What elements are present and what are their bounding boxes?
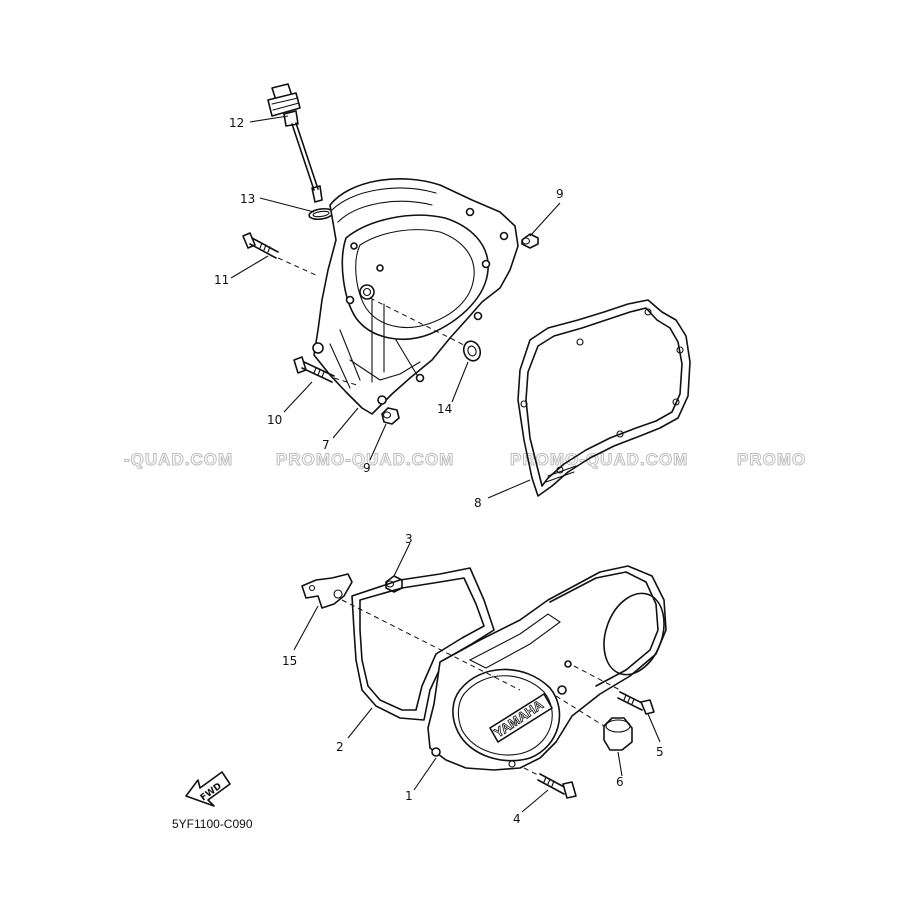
callout-1: 1: [405, 789, 413, 803]
o-ring-part-13: [308, 207, 334, 221]
bolt-part-5: [617, 691, 655, 715]
gasket-part-2: [351, 567, 495, 721]
bolt-part-10: [293, 356, 335, 383]
callout-3: 3: [405, 532, 413, 546]
callout-4: 4: [513, 812, 521, 826]
gasket-part-8: [517, 299, 691, 497]
dowel-pin-part-9-lower: [381, 407, 400, 425]
callout-6: 6: [616, 775, 624, 789]
callout-9-upper: 9: [556, 187, 564, 201]
bracket-part-15: [301, 573, 353, 609]
assembly-lines: [277, 257, 621, 777]
fwd-arrow-icon: FWD: [185, 771, 231, 807]
callout-14: 14: [437, 402, 452, 416]
dowel-pin-part-9-upper: [521, 233, 539, 249]
callout-5: 5: [656, 745, 664, 759]
crankcase-cover-part-7: [312, 178, 519, 415]
watermark-text-1: -QUAD.COM: [124, 450, 233, 469]
bolt-part-4: [537, 773, 577, 799]
watermark-text-2: PROMO-QUAD.COM: [276, 450, 454, 469]
oil-seal-part-14: [462, 340, 482, 362]
watermark-text-3: PROMO-QUAD.COM: [510, 450, 688, 469]
callout-8: 8: [474, 496, 482, 510]
callout-12: 12: [229, 116, 244, 130]
diagram-part-code: 5YF1100-C090: [172, 817, 253, 831]
callout-13: 13: [240, 192, 255, 206]
leader-lines: [230, 115, 661, 813]
callouts: 12 13 9 11 10 7 9 14 8 3 15 2 1 5 6 4: [214, 116, 664, 826]
dipstick-part-12: [267, 83, 323, 203]
callout-11: 11: [214, 273, 229, 287]
bolt-part-11: [242, 232, 279, 259]
side-cover-part-1: YAMAHA: [427, 565, 667, 771]
callout-15: 15: [282, 654, 297, 668]
callout-9-lower: 9: [363, 461, 371, 475]
callout-7: 7: [322, 438, 330, 452]
watermark: -QUAD.COM PROMO-QUAD.COM PROMO-QUAD.COM …: [124, 450, 806, 470]
callout-10: 10: [267, 413, 282, 427]
watermark-text-4: PROMO: [737, 450, 806, 469]
callout-2: 2: [336, 740, 344, 754]
plug-part-6: [603, 717, 633, 751]
